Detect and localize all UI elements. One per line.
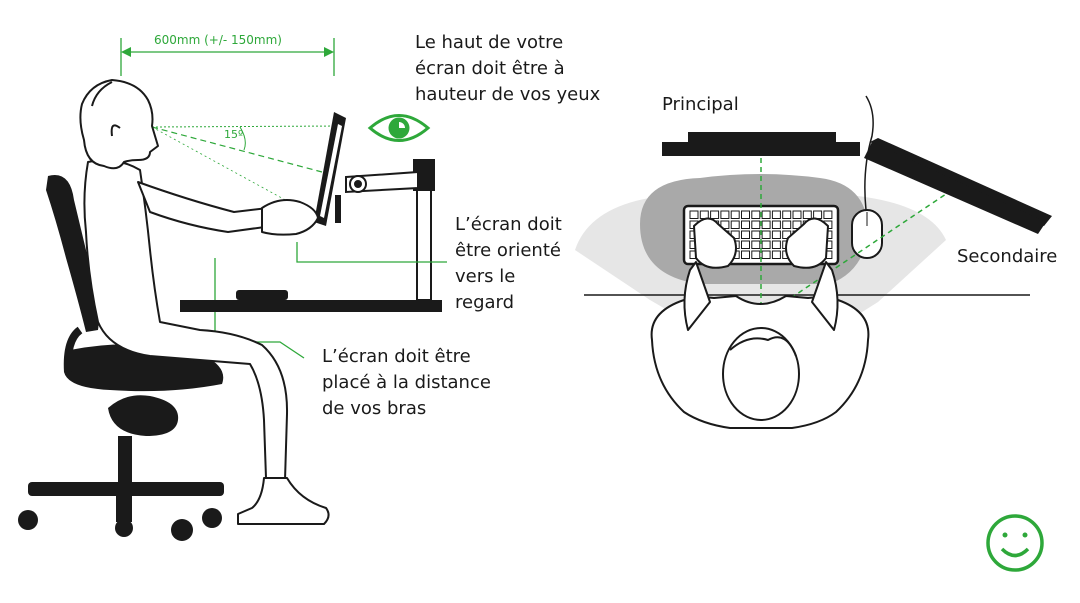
keyboard-key: [741, 220, 750, 229]
keyboard-key: [792, 220, 802, 229]
keyboard-key: [751, 250, 761, 259]
keyboard-key: [751, 240, 761, 249]
keyboard-key: [823, 210, 833, 219]
keyboard-key: [741, 240, 750, 249]
monitor-side: [314, 112, 346, 226]
mouse: [851, 209, 883, 259]
distance-dimension: [120, 38, 335, 76]
keyboard-key: [710, 210, 720, 219]
seated-person: [79, 79, 330, 525]
eye-level-note-line: hauteur de vos yeux: [415, 84, 601, 105]
keyboard-key: [720, 220, 730, 229]
secondary-monitor: [864, 138, 1052, 234]
keyboard-key: [771, 210, 781, 219]
keyboard-key: [761, 210, 771, 219]
orientation-note-line: regard: [455, 292, 515, 313]
keyboard-key: [761, 250, 771, 259]
orientation-note: L’écran doit être orienté vers le regard: [455, 212, 562, 316]
keyboard-key: [813, 210, 823, 219]
orientation-note-line: vers le: [455, 266, 516, 287]
keyboard-key: [761, 220, 771, 229]
orientation-note-line: être orienté: [455, 240, 561, 261]
arm-distance-note-line: L’écran doit être: [322, 346, 471, 367]
keyboard-key: [771, 250, 781, 259]
keyboard-key: [730, 220, 740, 229]
orientation-note-line: L’écran doit: [455, 214, 562, 235]
keyboard-key: [741, 230, 750, 239]
keyboard-key: [792, 210, 802, 219]
sight-lines: [151, 125, 341, 209]
keyboard-key: [771, 230, 781, 239]
eye-level-note: Le haut de votre écran doit être à haute…: [415, 30, 600, 108]
keyboard-key: [771, 220, 781, 229]
keyboard-key: [802, 210, 812, 219]
eye-icon: [367, 114, 431, 142]
keyboard-key: [730, 210, 740, 219]
keyboard-key: [741, 210, 750, 219]
keyboard-key: [782, 210, 792, 219]
keyboard-key: [699, 210, 709, 219]
keyboard-key: [689, 210, 699, 219]
desk-side: [180, 290, 442, 312]
monitor-arm: [335, 159, 435, 301]
primary-monitor: [662, 132, 860, 156]
keyboard-key: [720, 210, 730, 219]
secondary-monitor-label: Secondaire: [957, 246, 1058, 267]
angle-label: 15º: [224, 128, 244, 141]
side-view: [18, 38, 447, 541]
smiley-icon: [986, 514, 1044, 572]
top-view: [575, 95, 1052, 572]
arm-distance-note: L’écran doit être placé à la distance de…: [322, 344, 491, 422]
person-top: [650, 217, 870, 429]
keyboard-key: [782, 220, 792, 229]
eye-level-note-line: Le haut de votre: [415, 32, 564, 53]
distance-label: 600mm (+/- 150mm): [154, 33, 282, 47]
keyboard-key: [771, 240, 781, 249]
eye-level-note-line: écran doit être à: [415, 58, 565, 79]
primary-monitor-label: Principal: [662, 94, 739, 115]
keyboard-key: [761, 240, 771, 249]
keyboard-key: [741, 250, 750, 259]
keyboard-key: [751, 220, 761, 229]
arm-distance-note-line: de vos bras: [322, 398, 427, 419]
arm-distance-note-line: placé à la distance: [322, 372, 491, 393]
keyboard-key: [751, 230, 761, 239]
keyboard-key: [761, 230, 771, 239]
mouse-cable: [864, 95, 874, 211]
keyboard-key: [751, 210, 761, 219]
